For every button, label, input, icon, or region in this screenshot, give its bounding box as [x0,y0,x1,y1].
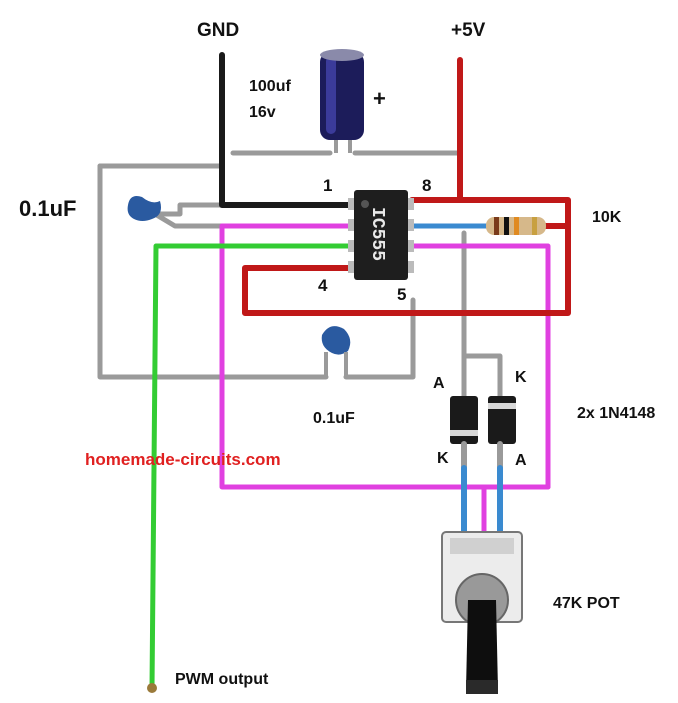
diode-left [450,396,478,444]
output-label: PWM output [175,671,269,688]
ic-label: IC555 [367,207,387,261]
pin1-label: 1 [323,176,333,195]
vcc-label: +5V [451,20,486,41]
diodes-label: 2x 1N4148 [577,405,656,422]
cap-voltage-label: 16v [249,104,276,121]
cap-bottom-label: 0.1uF [313,410,355,427]
vcc-wires [242,57,571,316]
output-wire [149,243,355,691]
watermark: homemade-circuits.com [85,450,281,469]
pin8-label: 8 [422,176,432,195]
electrolytic-capacitor [320,49,364,153]
ic-555-chip: IC555 [348,190,414,280]
resistor-10k [486,217,546,235]
pot-legs [461,441,503,538]
pot-label: 47K POT [553,595,620,612]
gnd-wire [219,52,355,208]
pin4-label: 4 [318,276,328,295]
resistor-label: 10K [592,209,622,226]
diode-right [488,396,516,444]
grey-wires [97,150,503,399]
pink-wires [219,223,551,535]
diode-k-left-label: K [437,450,449,467]
cap-left-label: 0.1uF [19,196,77,221]
diode-k-right-label: K [515,369,527,386]
diode-a-left-label: A [433,375,445,392]
diode-a-right-label: A [515,452,527,469]
potentiometer [441,531,523,694]
gnd-label: GND [197,20,240,41]
ceramic-cap-bottom [321,326,351,377]
pin5-label: 5 [397,285,407,304]
output-terminal [147,683,157,693]
cap-value-label: 100uf [249,78,291,95]
cap-plus-label: + [373,86,386,111]
ceramic-cap-left [127,196,161,221]
